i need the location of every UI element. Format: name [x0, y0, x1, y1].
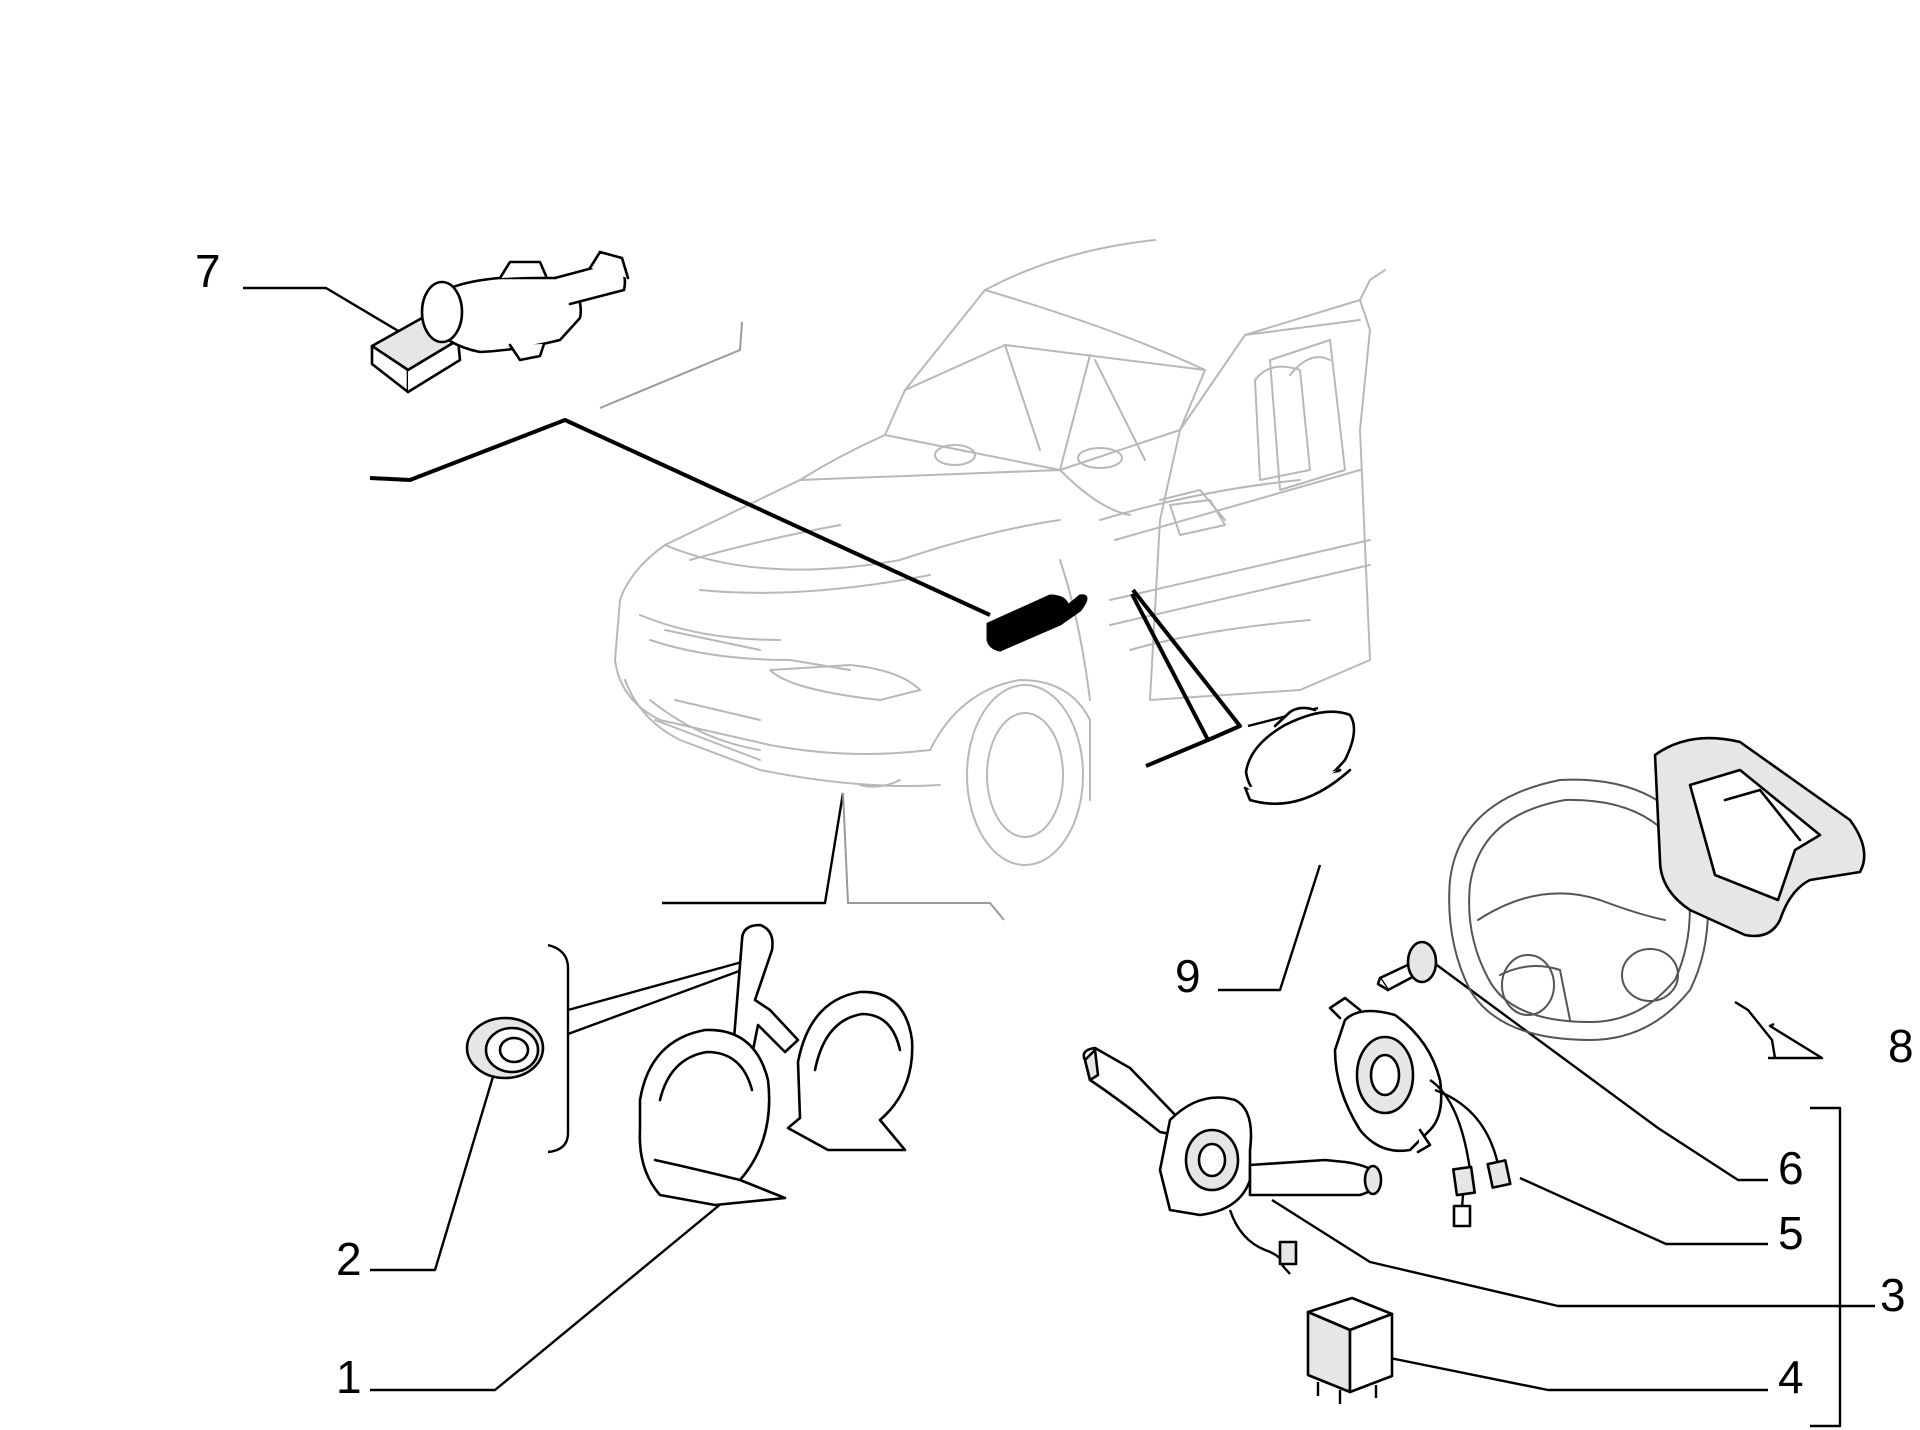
callout-8: 8	[1888, 1020, 1914, 1072]
part-8-steering-wheel-pad	[1448, 736, 1866, 1041]
callout-1: 1	[336, 1351, 362, 1403]
callout-5: 5	[1778, 1207, 1804, 1259]
callout-labels: 7 9 2 1 8 6 5 3 4	[195, 245, 1914, 1403]
leader-lines	[243, 286, 1875, 1428]
callout-3: 3	[1880, 1269, 1906, 1321]
callout-2: 2	[336, 1233, 362, 1285]
callout-6: 6	[1778, 1142, 1804, 1194]
part-5-clock-spring	[1328, 996, 1512, 1228]
part-9-side-repeater	[1243, 706, 1356, 806]
car-illustration	[614, 239, 1386, 866]
callout-9: 9	[1175, 950, 1201, 1002]
callout-7: 7	[195, 245, 221, 297]
dashboard-switch-location	[986, 594, 1088, 652]
part-4-relay	[1306, 1296, 1394, 1404]
part-2-grommet	[465, 1016, 545, 1080]
part-6-screw	[1376, 940, 1438, 992]
part-1-horn-pair	[638, 923, 914, 1207]
part-3-combination-switch	[1082, 1046, 1383, 1275]
callout-4: 4	[1778, 1351, 1804, 1403]
part-7-switch	[370, 250, 630, 394]
